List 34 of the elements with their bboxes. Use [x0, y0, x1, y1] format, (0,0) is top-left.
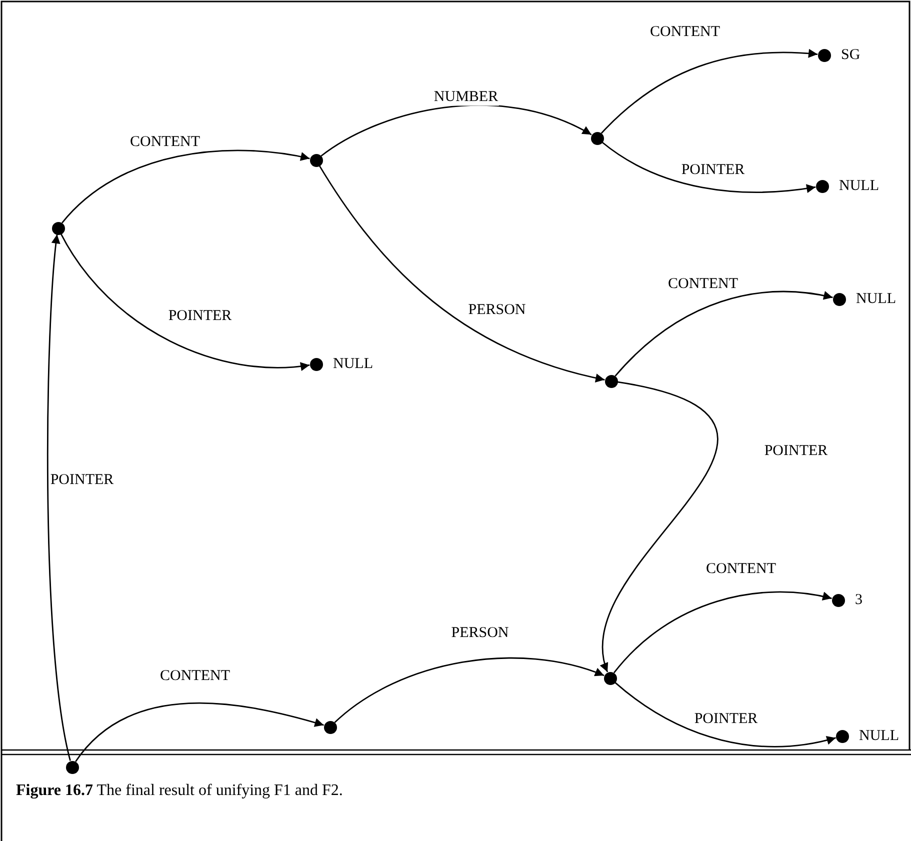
node-dot: [66, 760, 78, 774]
node-dot: [52, 222, 64, 234]
value-label: NULL: [856, 290, 896, 308]
node-dot: [816, 180, 828, 192]
arrow: [334, 657, 604, 724]
value-label: NULL: [839, 178, 879, 194]
arrow: [47, 234, 71, 761]
edge-label: NUMBER: [432, 88, 500, 106]
arrow: [62, 150, 310, 224]
arrow: [614, 291, 833, 377]
arrow: [614, 682, 836, 748]
arrow: [602, 142, 816, 193]
arrow: [60, 233, 310, 370]
arrow: [602, 381, 718, 672]
node-dot: [590, 132, 604, 144]
node-dot: [818, 48, 830, 62]
node-dot: [604, 672, 616, 684]
value-label: SG: [841, 46, 860, 64]
node-dot: [324, 720, 336, 734]
value-label: NULL: [859, 728, 899, 744]
arrow: [600, 49, 818, 134]
node-dot: [310, 154, 322, 166]
arrow: [320, 104, 592, 157]
arrow: [613, 591, 832, 674]
node-dot: [832, 292, 846, 306]
arrow: [75, 702, 324, 762]
node-dot: [832, 594, 844, 606]
node-dot: [310, 358, 322, 370]
node-dot: [604, 374, 618, 388]
node-dot: [836, 730, 848, 742]
value-label: 3: [855, 592, 862, 608]
value-label: NULL: [333, 356, 373, 372]
figure-caption: Figure 16.7 The final result of unifying F1 and F2.: [16, 782, 343, 800]
arrow: [318, 165, 605, 382]
